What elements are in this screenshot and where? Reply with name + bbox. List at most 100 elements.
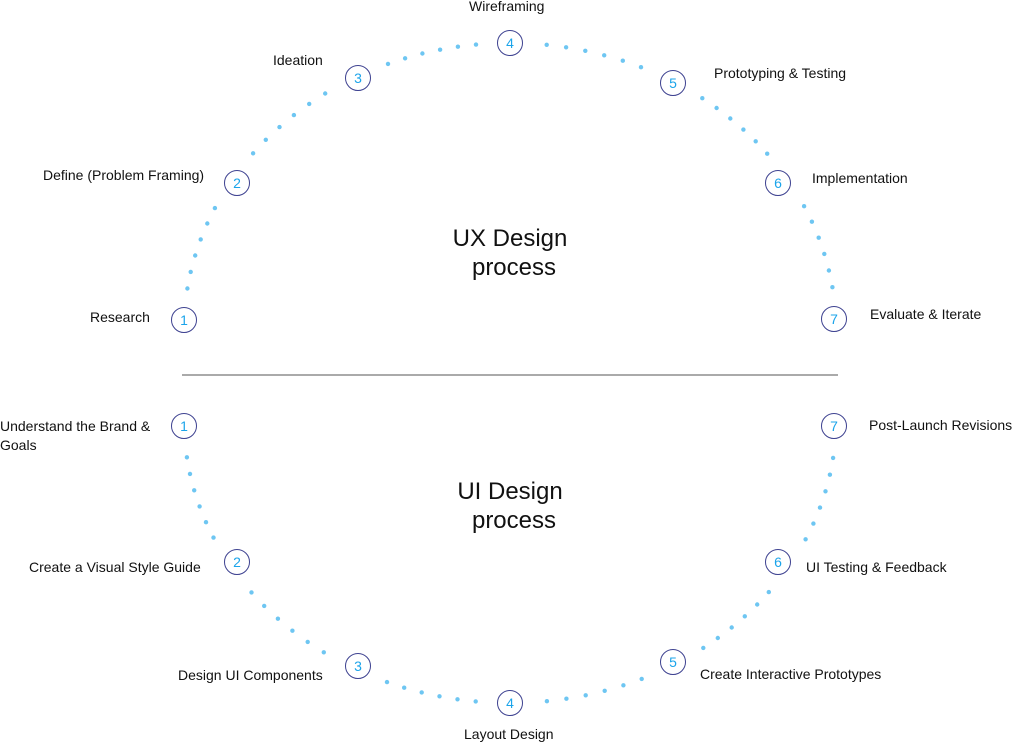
ui-connector-dot [715,635,720,641]
ui-step-1-circle [171,413,197,439]
ui-step-2-circle [224,549,250,575]
ui-connector-dot [437,694,442,699]
ui-step-6-circle [765,549,791,575]
ux-step-4-number: 4 [506,35,514,51]
ui-label-2: Create a Visual Style Guide [29,559,201,575]
ui-connector-dot [583,693,588,698]
ui-connector-dot [473,699,478,704]
ui-connector-dot [402,685,407,690]
ux-connector-dot [741,127,746,132]
ux-connector-dot [185,286,190,291]
ux-connector-dot [437,47,443,52]
ux-connector-dot [307,101,312,107]
ux-connector-dot [822,251,827,257]
ui-connector-dot [602,688,607,693]
ux-connector-dot [714,105,719,111]
ux-connector-dot [277,124,282,130]
ui-step-5-number: 5 [669,654,677,670]
ux-connector-dot [544,42,549,47]
ui-title: UI Design process [410,477,610,535]
ui-title-line1: UI Design [457,478,563,505]
ux-connector-dot [473,42,479,47]
ui-label-1-line2: Goals [0,437,37,453]
ux-connector-dot [602,53,607,58]
ui-connector-dot [262,603,267,609]
ux-connector-dot [402,56,408,61]
ui-connector-dot [766,589,771,595]
ux-connector-dot [830,285,835,290]
ux-connector-dot [198,237,203,242]
ui-connector-dot [817,505,823,510]
ux-title-line1: UX Design [452,225,568,252]
ux-connector-dot [583,48,588,53]
ux-step-3-number: 3 [354,70,362,86]
ui-connector-dot [811,521,816,526]
ui-connector-dot [203,520,209,525]
ux-label-3: Ideation [273,52,323,68]
ux-connector-dot [700,96,705,101]
ui-connector-dot [384,679,390,685]
ux-connector-dot [816,235,821,240]
ux-step-5-number: 5 [669,75,677,91]
ui-connector-dot [197,504,202,509]
ui-connector-dot [305,639,310,645]
ux-step-7-circle [821,306,847,332]
ux-connector-dot [291,112,297,118]
ui-connector-dot [701,645,706,651]
ui-label-5: Create Interactive Prototypes [700,666,882,682]
ui-connector-dot [729,625,734,630]
ui-connector-dot [621,683,626,688]
ux-connector-dot [212,205,218,211]
ux-connector-dot [801,204,807,209]
ui-connector-dot [830,455,836,461]
ui-step-4-number: 4 [506,695,514,711]
ui-connector-dot [742,614,747,619]
ui-connector-dot [275,616,281,621]
ui-label-6: UI Testing & Feedback [806,559,947,575]
ui-label-4: Layout Design [464,726,554,742]
ux-label-5: Prototyping & Testing [714,65,847,81]
ux-connector-dot [188,269,193,275]
ui-step-2-number: 2 [233,554,241,570]
ui-connector-dot [321,650,326,655]
ui-connector-dot [192,488,197,493]
ui-connector-dot [455,697,460,702]
ux-step-6-circle [765,170,791,196]
ui-connector-dot [827,472,833,477]
ux-label-4: Wireframing [469,0,545,14]
ux-connector-dot [420,51,425,56]
ux-connector-dot [809,219,815,224]
ui-label-1-line1: Understand the Brand & [0,418,151,434]
ux-connector-dot [385,61,391,67]
ui-connector-dot [755,602,760,607]
ux-connector-dot [563,45,569,50]
ui-connector-dot [544,699,550,704]
ux-connector-dot [638,65,644,70]
ux-connector-dot [193,253,198,258]
ux-connector-dot [753,139,758,144]
ui-connector-dot [187,471,193,477]
ux-step-7-number: 7 [830,311,838,327]
ux-title: UX Design process [410,224,610,282]
ux-step-2-circle [224,170,250,196]
ux-step-3-circle [345,65,371,91]
ux-label-1: Research [90,309,150,325]
ui-step-5-circle [660,649,686,675]
ui-connector-dot [249,590,254,595]
ux-connector-dot [263,137,268,142]
ux-connector-dot [205,221,210,226]
ux-label-7: Evaluate & Iterate [870,306,982,322]
ui-label-3: Design UI Components [178,667,323,683]
ui-step-3-circle [345,653,371,679]
ui-label-7: Post-Launch Revisions [869,417,1013,433]
ux-label-2: Define (Problem Framing) [43,167,205,183]
ux-connector-dot [728,116,733,121]
ux-connector-dot [826,268,832,273]
ux-connector-dot [765,151,770,156]
ux-step-2-number: 2 [233,175,241,191]
ux-label-6: Implementation [812,170,908,186]
ui-connector-dot [564,696,569,701]
ui-step-7-circle [821,413,847,439]
ui-step-6-number: 6 [774,554,782,570]
